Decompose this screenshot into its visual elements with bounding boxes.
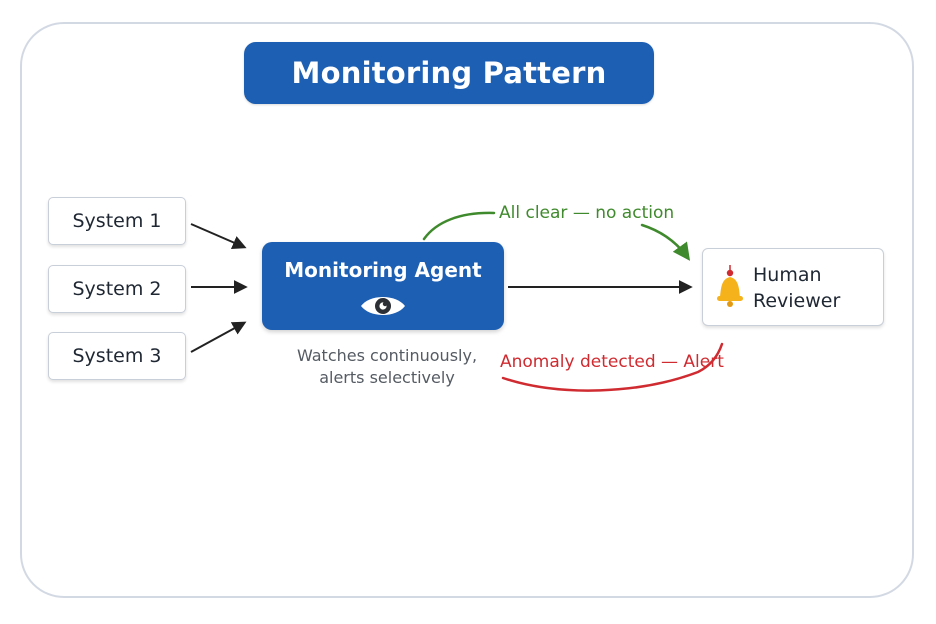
system-node-label: System 3: [72, 345, 162, 367]
arrow-system1-to-agent: [190, 223, 247, 249]
diagram-title: Monitoring Pattern: [291, 56, 607, 90]
monitoring-agent-node: Monitoring Agent: [262, 242, 504, 330]
human-reviewer-node: Human Reviewer: [702, 248, 884, 326]
alert-path-curve: [501, 342, 724, 392]
bell-icon: [717, 265, 743, 307]
arrow-system3-to-agent: [190, 321, 247, 353]
agent-label: Monitoring Agent: [284, 258, 482, 282]
title-banner: Monitoring Pattern: [244, 42, 654, 104]
system-node-1: System 1: [48, 197, 186, 245]
system-node-label: System 2: [72, 278, 162, 300]
clear-path-arrow: [640, 223, 691, 261]
reviewer-label: Human Reviewer: [753, 262, 881, 314]
system-node-label: System 1: [72, 210, 162, 232]
eye-icon: [361, 297, 405, 315]
caption-line-1: Watches continuously,: [296, 346, 478, 365]
reviewer-label-line-2: Reviewer: [753, 290, 841, 312]
system-node-2: System 2: [48, 265, 186, 313]
system-node-3: System 3: [48, 332, 186, 380]
agent-caption: Watches continuously, alerts selectively: [276, 345, 498, 389]
caption-line-2: alerts selectively: [319, 368, 455, 387]
clear-path-curve: [422, 211, 496, 241]
clear-path-label: All clear — no action: [499, 203, 675, 223]
reviewer-label-line-1: Human: [753, 264, 822, 286]
alert-path-label: Anomaly detected — Alert: [500, 352, 724, 372]
